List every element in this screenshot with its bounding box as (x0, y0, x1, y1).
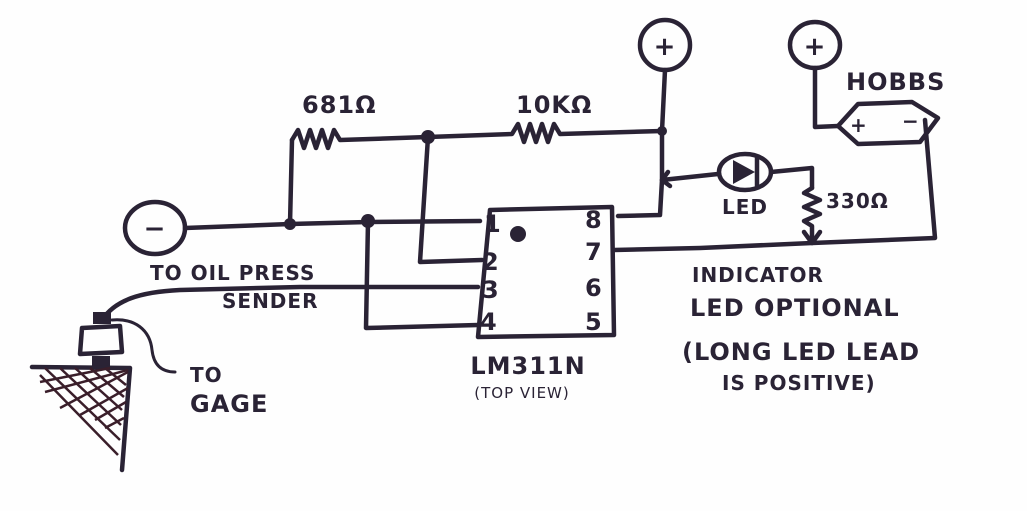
oil-sender-label-line2: SENDER (222, 289, 318, 313)
hobbs-label: HOBBS (846, 68, 945, 96)
led-diode (716, 151, 774, 193)
r1-lead-wire (287, 137, 295, 227)
pin-5: 5 (585, 308, 603, 336)
oil-sender-label-line1: TO OIL PRESS (150, 261, 315, 285)
pin-8: 8 (585, 206, 603, 234)
pin-1: 1 (484, 210, 502, 238)
resistor-681 (289, 127, 431, 151)
ic-lm311n: 1 2 3 4 8 7 6 5 (475, 204, 617, 340)
gage-wire (110, 318, 177, 374)
positive-sign-hobbs: + (804, 32, 827, 62)
negative-sign: − (144, 214, 167, 244)
pin4-wire (363, 218, 481, 331)
junction-dot (657, 126, 667, 136)
pin-3: 3 (482, 276, 500, 304)
note-line-2: LED OPTIONAL (690, 294, 900, 322)
output-wire (611, 117, 938, 253)
pin2-wire (417, 134, 485, 265)
pin-2: 2 (482, 248, 500, 276)
resistor-10k-label: 10KΩ (516, 91, 592, 119)
negative-terminal: − (122, 199, 188, 257)
hobbs-supply-wire (812, 65, 841, 130)
led-cathode-wire (768, 165, 815, 191)
positive-terminal-main: + (637, 17, 693, 73)
hobbs-minus: − (902, 109, 920, 133)
pin-6: 6 (585, 274, 603, 302)
led-label: LED (722, 195, 768, 219)
hobbs-plus: + (850, 113, 868, 137)
gage-label-line2: GAGE (190, 390, 268, 418)
vcc-wire (615, 67, 668, 219)
note-line-3: (LONG LED LEAD (682, 338, 920, 366)
pin-7: 7 (585, 238, 603, 266)
pin1-marker-dot (510, 226, 526, 242)
resistor-330 (801, 185, 823, 245)
hobbs-meter: + − (835, 99, 941, 147)
pin-4: 4 (480, 308, 498, 336)
note-line-1: INDICATOR (692, 263, 824, 287)
ic-part-number: LM311N (470, 352, 585, 380)
gage-label-line1: TO (190, 363, 223, 387)
positive-terminal-hobbs: + (787, 19, 843, 71)
oil-pressure-sender (29, 312, 133, 473)
resistor-10k (425, 121, 665, 145)
ic-view-note: (TOP VIEW) (474, 384, 569, 402)
resistor-330-label: 330Ω (826, 189, 889, 213)
resistor-681-label: 681Ω (302, 91, 377, 119)
arrow-icon (659, 169, 673, 189)
note-line-4: IS POSITIVE) (722, 371, 876, 395)
ground-wire (182, 218, 483, 231)
positive-sign: + (654, 32, 677, 62)
led-wire (659, 171, 721, 183)
